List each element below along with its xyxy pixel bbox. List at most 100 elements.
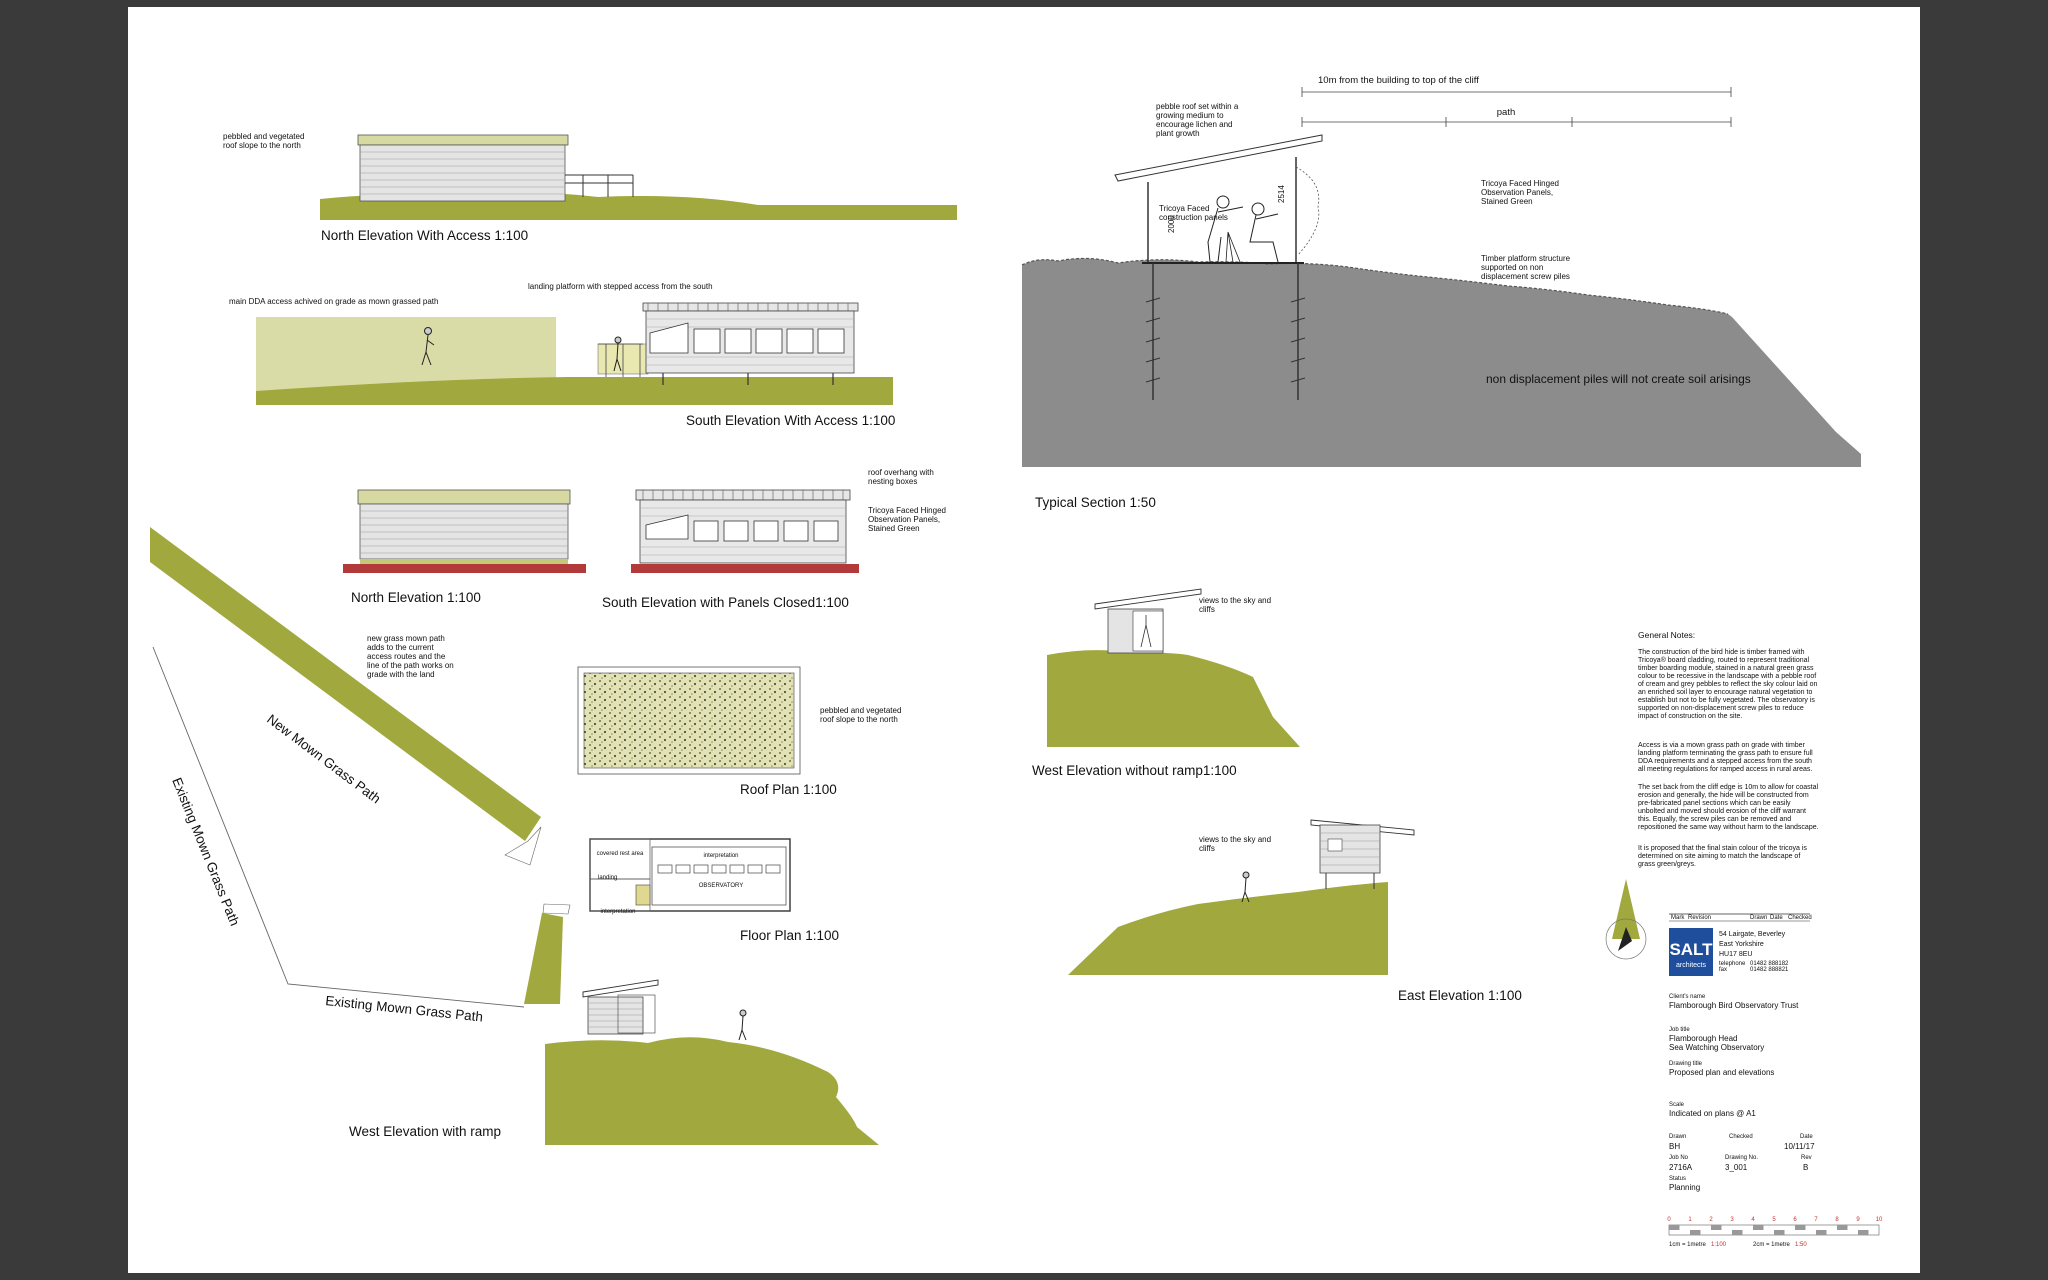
job-value-1: Flamborough Head <box>1669 1034 1737 1043</box>
south-closed-panels-3: Stained Green <box>868 524 920 533</box>
notes-p1-9: impact of construction on the site. <box>1638 713 1742 720</box>
site-note-5: grade with the land <box>367 670 435 679</box>
notes-p1-3: timber boarding module, stained in a nat… <box>1638 665 1814 672</box>
scale-number: 3 <box>1730 1217 1734 1223</box>
phone-value: 01482 888182 <box>1750 961 1789 967</box>
roof-plan-note-2: roof slope to the north <box>820 715 898 724</box>
access-railing <box>565 174 634 197</box>
section-dim-2514: 2514 <box>1277 185 1286 203</box>
grass-slope <box>545 1037 879 1145</box>
notes-p3-4: unbolted and moved should erosion of the… <box>1638 808 1806 815</box>
observatory-room <box>651 846 787 906</box>
east-note-1: views to the sky and <box>1199 835 1271 844</box>
west-no-ramp-title: West Elevation without ramp1:100 <box>1032 763 1237 778</box>
notes-p2-4: all meeting regulations for ramped acces… <box>1638 766 1812 773</box>
scalebar-2-val: 1:50 <box>1795 1242 1807 1248</box>
north-access-note-2: roof slope to the north <box>223 141 301 150</box>
north-elev-title: North Elevation 1:100 <box>351 590 481 605</box>
architectural-drawing: pebbled and vegetated roof slope to the … <box>150 75 1883 1248</box>
ramp-rail <box>617 994 656 1034</box>
notes-p3-6: repositioned the same way without harm t… <box>1638 824 1819 831</box>
south-elevation-panels-closed: roof overhang with nesting boxes Tricoya… <box>602 468 946 610</box>
notes-p4-2: determined on site aiming to match the l… <box>1638 853 1800 860</box>
hide-outline <box>589 838 791 912</box>
section-platform-note-1: Timber platform structure <box>1481 254 1571 263</box>
north-elevation-with-access: pebbled and vegetated roof slope to the … <box>223 132 957 243</box>
north-access-title: North Elevation With Access 1:100 <box>321 228 528 243</box>
section-roof-note-1: pebble roof set within a <box>1156 102 1239 111</box>
general-notes: General Notes: The construction of the b… <box>1638 630 1819 868</box>
path-to-hide <box>524 913 563 1004</box>
scale-number: 1 <box>1688 1217 1692 1223</box>
floor-interp-2: interpretation <box>600 909 635 915</box>
figure-person-1 <box>421 327 435 366</box>
ground-line <box>343 564 586 573</box>
west-no-ramp-note-2: cliffs <box>1199 605 1215 614</box>
site-note-3: access routes and the <box>367 652 446 661</box>
new-path-label: New Mown Grass Path <box>264 711 383 806</box>
benches <box>657 864 781 874</box>
section-platform-note-2: supported on non <box>1481 263 1543 272</box>
notes-p3-1: The set back from the cliff edge is 10m … <box>1638 784 1818 791</box>
open-doorway <box>1132 610 1164 652</box>
existing-path-label-v: Existing Mown Grass Path <box>169 776 242 928</box>
floor-observatory: OBSERVATORY <box>699 883 743 889</box>
grass-ground <box>256 377 893 405</box>
scale-label: Scale <box>1669 1102 1685 1108</box>
south-closed-overhang-2: nesting boxes <box>868 477 917 486</box>
east-title: East Elevation 1:100 <box>1398 988 1522 1003</box>
drawingno-label: Drawing No. <box>1725 1155 1758 1161</box>
roof-plan: pebbled and vegetated roof slope to the … <box>577 666 901 797</box>
floor-interp-1: interpretation <box>703 853 738 859</box>
site-note-1: new grass mown path <box>367 634 445 643</box>
scale-number: 0 <box>1667 1217 1671 1223</box>
scale-number: 2 <box>1709 1217 1713 1223</box>
section-piles-note: non displacement piles will not create s… <box>1486 372 1751 386</box>
section-dim-path: path <box>1497 107 1516 118</box>
scalebar-1: 1cm = 1metre <box>1669 1242 1707 1248</box>
hinged-panel-arc <box>1295 166 1320 256</box>
section-hinged-note-1: Tricoya Faced Hinged <box>1481 179 1559 188</box>
notes-p1-1: The construction of the bird hide is tim… <box>1638 649 1805 656</box>
notes-p1-7: establish but not to be fully vegetated.… <box>1638 697 1815 704</box>
hide-roof <box>1094 588 1202 610</box>
drawingno-value: 3_001 <box>1725 1163 1748 1172</box>
drawing-value: Proposed plan and elevations <box>1669 1068 1774 1077</box>
drawing-label: Drawing title <box>1669 1061 1703 1067</box>
grass-slope <box>1047 650 1300 747</box>
cliff-ground <box>1022 258 1861 467</box>
north-elevation: North Elevation 1:100 <box>343 489 586 605</box>
phone-label: telephone <box>1719 961 1746 967</box>
rev-drawn: Drawn <box>1750 915 1767 921</box>
figure-person <box>1241 871 1250 903</box>
east-window <box>1327 838 1343 852</box>
vegetated-roof <box>357 134 569 146</box>
path-junction <box>504 826 542 866</box>
south-access-note-dda: main DDA access achived on grade as mown… <box>229 297 438 306</box>
rev-checked: Checked <box>1788 915 1812 921</box>
section-dim-top: 10m from the building to top of the clif… <box>1318 75 1479 86</box>
section-roof-note-3: encourage lichen and <box>1156 120 1233 129</box>
existing-path-edge <box>152 646 525 1008</box>
hide-roof <box>582 979 659 998</box>
drawing-sheet: pebbled and vegetated roof slope to the … <box>128 7 1920 1273</box>
section-roof-note-2: growing medium to <box>1156 111 1224 120</box>
new-mown-path <box>150 527 541 841</box>
scale-number: 10 <box>1876 1217 1883 1223</box>
notes-p3-2: erosion and generally, the hide will be … <box>1638 792 1809 799</box>
roof-plan-title: Roof Plan 1:100 <box>740 782 837 797</box>
checked-label: Checked <box>1729 1134 1753 1140</box>
client-label: Client's name <box>1669 994 1706 1000</box>
floor-plan-title: Floor Plan 1:100 <box>740 928 839 943</box>
notes-p2-2: landing platform terminating the grass p… <box>1638 750 1813 757</box>
section-dim-2000: 2000 <box>1167 215 1176 233</box>
section-platform-note-3: displacement screw piles <box>1481 272 1570 281</box>
status-label: Status <box>1669 1176 1686 1182</box>
section-hinged-note-3: Stained Green <box>1481 197 1533 206</box>
address-3: HU17 8EU <box>1719 951 1752 958</box>
north-arrow-circle <box>1605 918 1647 960</box>
north-arrow-icon <box>1612 879 1640 939</box>
jobno-value: 2716A <box>1669 1163 1693 1172</box>
south-access-title: South Elevation With Access 1:100 <box>686 413 895 428</box>
scale-number: 8 <box>1835 1217 1839 1223</box>
